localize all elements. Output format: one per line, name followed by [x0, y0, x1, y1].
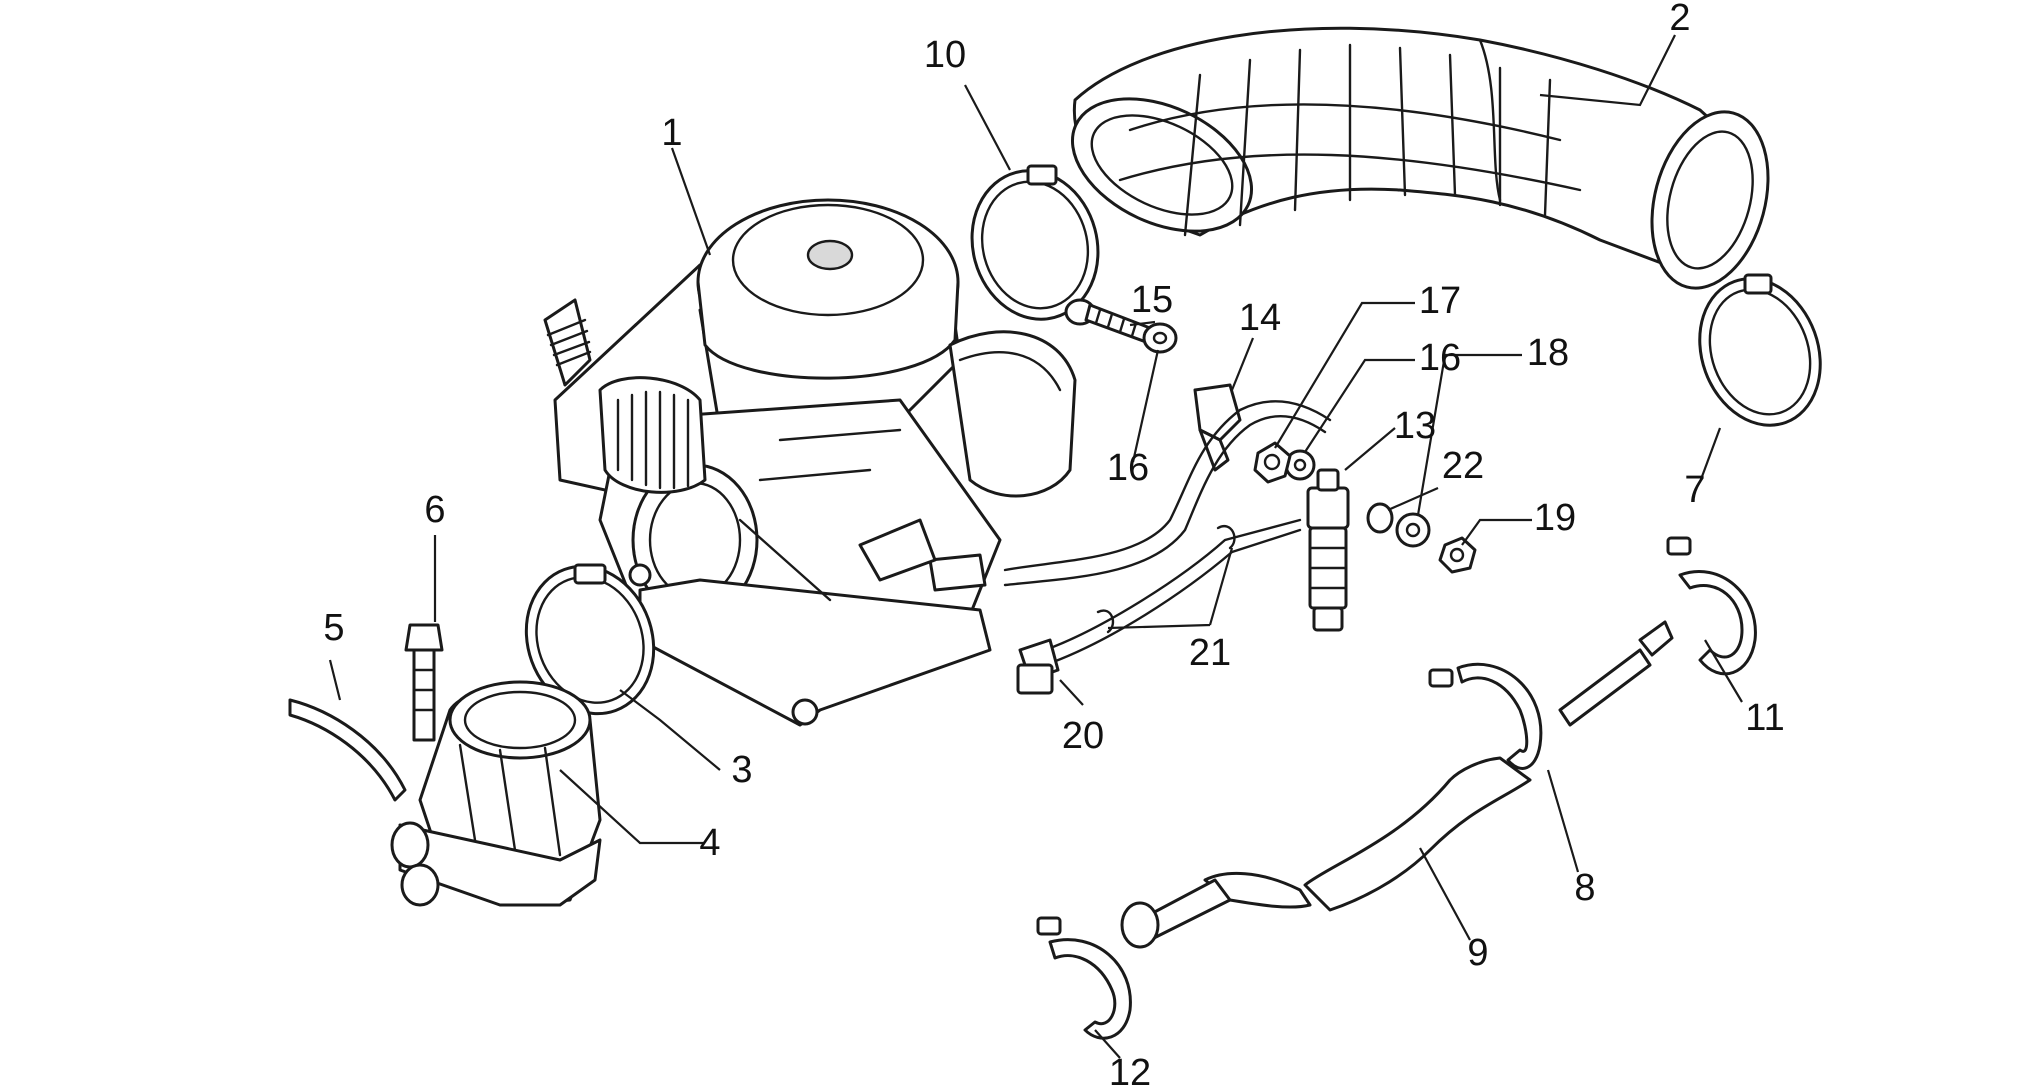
callout-6: 6 — [424, 489, 445, 531]
hose-clamp-8 — [1428, 662, 1543, 770]
callout-2: 2 — [1669, 0, 1690, 39]
callout-18: 18 — [1527, 332, 1569, 374]
washer-16a — [1142, 322, 1178, 354]
callout-16-left: 16 — [1107, 447, 1149, 489]
callout-14: 14 — [1239, 297, 1281, 339]
callout-4: 4 — [699, 822, 720, 864]
callout-12: 12 — [1109, 1052, 1151, 1086]
hose-clamp-7 — [1698, 273, 1822, 427]
callout-labels: 1 2 3 4 5 6 7 8 9 10 11 12 13 14 15 16 1… — [323, 0, 1784, 1086]
callout-10: 10 — [924, 34, 966, 76]
connector — [1016, 638, 1060, 695]
callout-17: 17 — [1419, 280, 1461, 322]
fuel-line — [1003, 400, 1332, 587]
hose-clamp-11 — [1666, 536, 1757, 676]
callout-22: 22 — [1442, 445, 1484, 487]
washer-22 — [1366, 502, 1394, 534]
washer-18 — [1395, 512, 1431, 548]
callout-19: 19 — [1534, 497, 1576, 539]
leader-lines — [328, 34, 1743, 1059]
carburettor — [543, 198, 1077, 727]
callout-1: 1 — [661, 112, 682, 154]
callout-15: 15 — [1131, 279, 1173, 321]
intake-manifold — [390, 680, 602, 907]
intake-duct — [1070, 26, 1770, 290]
callout-5: 5 — [323, 607, 344, 649]
callout-20: 20 — [1062, 715, 1104, 757]
washer-16b — [1284, 449, 1316, 481]
callout-9: 9 — [1467, 932, 1488, 974]
breather-pipe — [1120, 620, 1674, 949]
wiring — [1043, 518, 1302, 667]
callout-8: 8 — [1574, 867, 1595, 909]
bracket — [1193, 383, 1242, 472]
nut-17 — [1253, 441, 1292, 484]
callout-21: 21 — [1189, 632, 1231, 674]
bolt — [404, 623, 444, 742]
callout-7: 7 — [1684, 469, 1705, 511]
hose-clamp-3 — [524, 563, 656, 716]
hose-clamp-12 — [1036, 916, 1132, 1040]
nut-19 — [1438, 536, 1477, 574]
callout-13: 13 — [1394, 405, 1436, 447]
callout-11: 11 — [1745, 697, 1784, 739]
vent-hose — [288, 698, 407, 802]
callout-16-right: 16 — [1419, 337, 1461, 379]
enrichment-valve — [1306, 468, 1350, 632]
callout-3: 3 — [731, 749, 752, 791]
hose-clamp-10 — [970, 164, 1100, 321]
